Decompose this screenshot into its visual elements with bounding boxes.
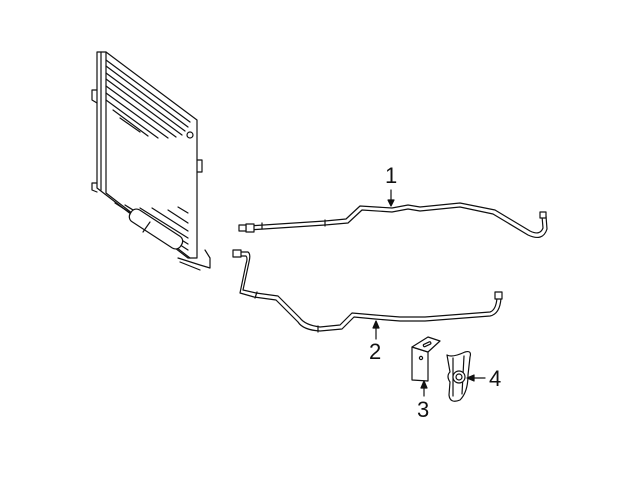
callout-3: 3	[417, 397, 430, 422]
callout-arrows	[372, 189, 486, 397]
callout-2: 2	[369, 339, 382, 364]
condenser-drawing	[91, 51, 211, 271]
part-3-bracket	[411, 336, 441, 382]
callout-1: 1	[385, 163, 398, 188]
part-4-clip	[446, 350, 472, 402]
part-1-upper-line	[238, 202, 548, 239]
callout-4: 4	[489, 366, 502, 391]
part-2-lower-line	[232, 249, 503, 333]
